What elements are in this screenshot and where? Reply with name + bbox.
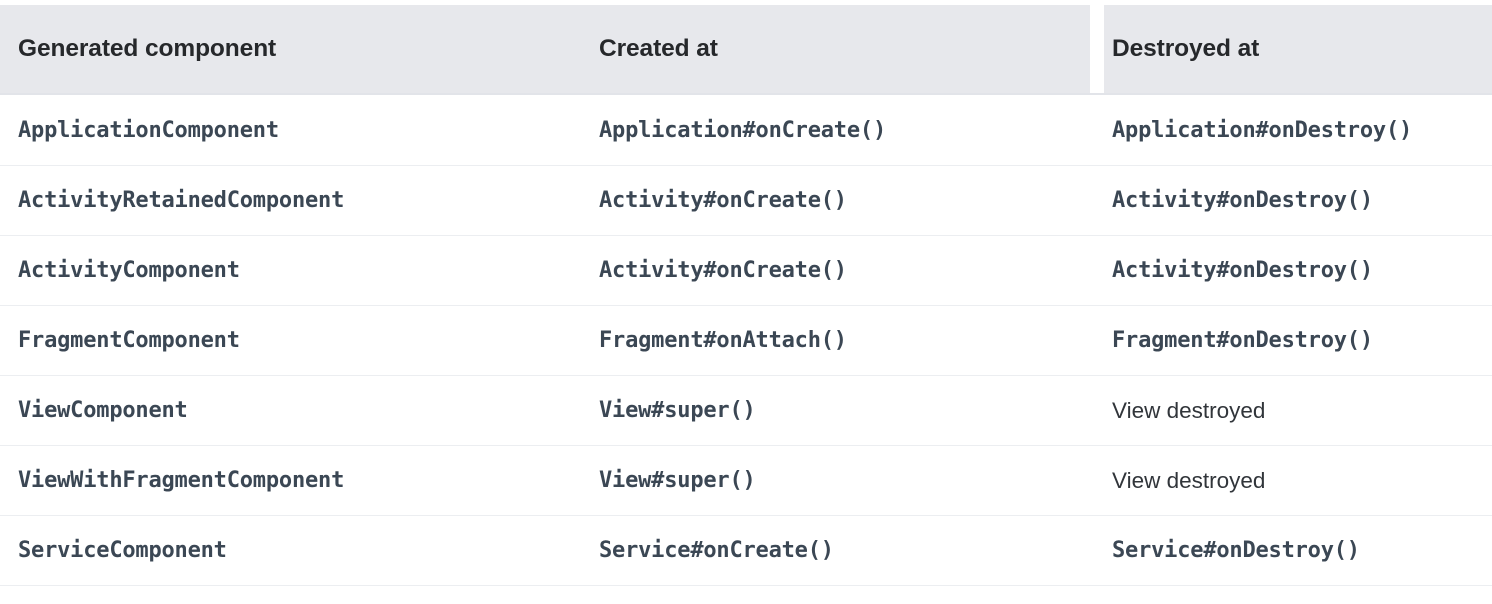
cell-generated-component: ServiceComponent: [0, 515, 585, 586]
cell-created-at-text: View#super(): [599, 398, 756, 423]
cell-generated-component: ActivityComponent: [0, 235, 585, 306]
cell-generated-component-text: FragmentComponent: [18, 328, 240, 353]
cell-generated-component: ActivityRetainedComponent: [0, 165, 585, 236]
cell-destroyed-at-text: Activity#onDestroy(): [1112, 258, 1373, 283]
table-row: ActivityRetainedComponent Activity#onCrea…: [0, 165, 1492, 236]
cell-created-at: Fragment#onAttach(): [585, 305, 1090, 376]
cell-destroyed-at: View destroyed: [1090, 445, 1492, 516]
table-row: ActivityComponent Activity#onCreate() Acti…: [0, 235, 1492, 306]
cell-destroyed-at-text: Fragment#onDestroy(): [1112, 328, 1373, 353]
cell-destroyed-at-text: View destroyed: [1112, 397, 1266, 423]
column-header-destroyed-at: Destroyed at: [1090, 5, 1492, 95]
cell-created-at-text: View#super(): [599, 468, 756, 493]
cell-created-at-text: Fragment#onAttach(): [599, 328, 847, 353]
cell-generated-component: FragmentComponent: [0, 305, 585, 376]
cell-created-at: View#super(): [585, 375, 1090, 446]
cell-destroyed-at: View destroyed: [1090, 375, 1492, 446]
cell-created-at: Activity#onCreate(): [585, 235, 1090, 306]
cell-created-at: Service#onCreate(): [585, 515, 1090, 586]
cell-created-at-text: Activity#onCreate(): [599, 258, 847, 283]
generated-component-lifecycle-table: Generated component Created at Destroyed…: [0, 5, 1492, 586]
cell-destroyed-at: Fragment#onDestroy(): [1090, 305, 1492, 376]
column-header-generated-component: Generated component: [0, 5, 585, 95]
cell-destroyed-at-text: Application#onDestroy(): [1112, 117, 1413, 143]
table-header: Generated component Created at Destroyed…: [0, 5, 1492, 95]
cell-generated-component-text: ViewComponent: [18, 398, 188, 423]
cell-generated-component-text: ApplicationComponent: [18, 117, 279, 143]
cell-destroyed-at: Application#onDestroy(): [1090, 94, 1492, 166]
cell-generated-component-text: ViewWithFragmentComponent: [18, 468, 345, 493]
cell-destroyed-at-text: View destroyed: [1112, 467, 1266, 493]
cell-created-at-text: Service#onCreate(): [599, 538, 834, 563]
cell-generated-component-text: ActivityRetainedComponent: [18, 188, 345, 213]
cell-created-at: Application#onCreate(): [585, 94, 1090, 166]
cell-created-at-text: Activity#onCreate(): [599, 188, 847, 213]
cell-destroyed-at: Service#onDestroy(): [1090, 515, 1492, 586]
table-row: ServiceComponent Service#onCreate() Servic…: [0, 515, 1492, 586]
cell-created-at-text: Application#onCreate(): [599, 117, 886, 143]
cell-destroyed-at: Activity#onDestroy(): [1090, 165, 1492, 236]
table-row: ViewComponent View#super() View destroyed: [0, 375, 1492, 446]
cell-generated-component: ViewComponent: [0, 375, 585, 446]
cell-created-at: View#super(): [585, 445, 1090, 516]
cell-created-at: Activity#onCreate(): [585, 165, 1090, 236]
table-body: ApplicationComponent Application#onCreate…: [0, 94, 1492, 586]
cell-destroyed-at-text: Activity#onDestroy(): [1112, 188, 1373, 213]
table-header-row: Generated component Created at Destroyed…: [0, 5, 1492, 95]
cell-destroyed-at-text: Service#onDestroy(): [1112, 538, 1360, 563]
table-row: FragmentComponent Fragment#onAttach() Frag…: [0, 305, 1492, 376]
table-row: ViewWithFragmentComponent View#super() Vie…: [0, 445, 1492, 516]
table-row: ApplicationComponent Application#onCreate…: [0, 94, 1492, 166]
cell-destroyed-at: Activity#onDestroy(): [1090, 235, 1492, 306]
cell-generated-component: ApplicationComponent: [0, 94, 585, 166]
column-header-created-at: Created at: [585, 5, 1090, 95]
cell-generated-component-text: ActivityComponent: [18, 258, 240, 283]
cell-generated-component: ViewWithFragmentComponent: [0, 445, 585, 516]
cell-generated-component-text: ServiceComponent: [18, 538, 227, 563]
